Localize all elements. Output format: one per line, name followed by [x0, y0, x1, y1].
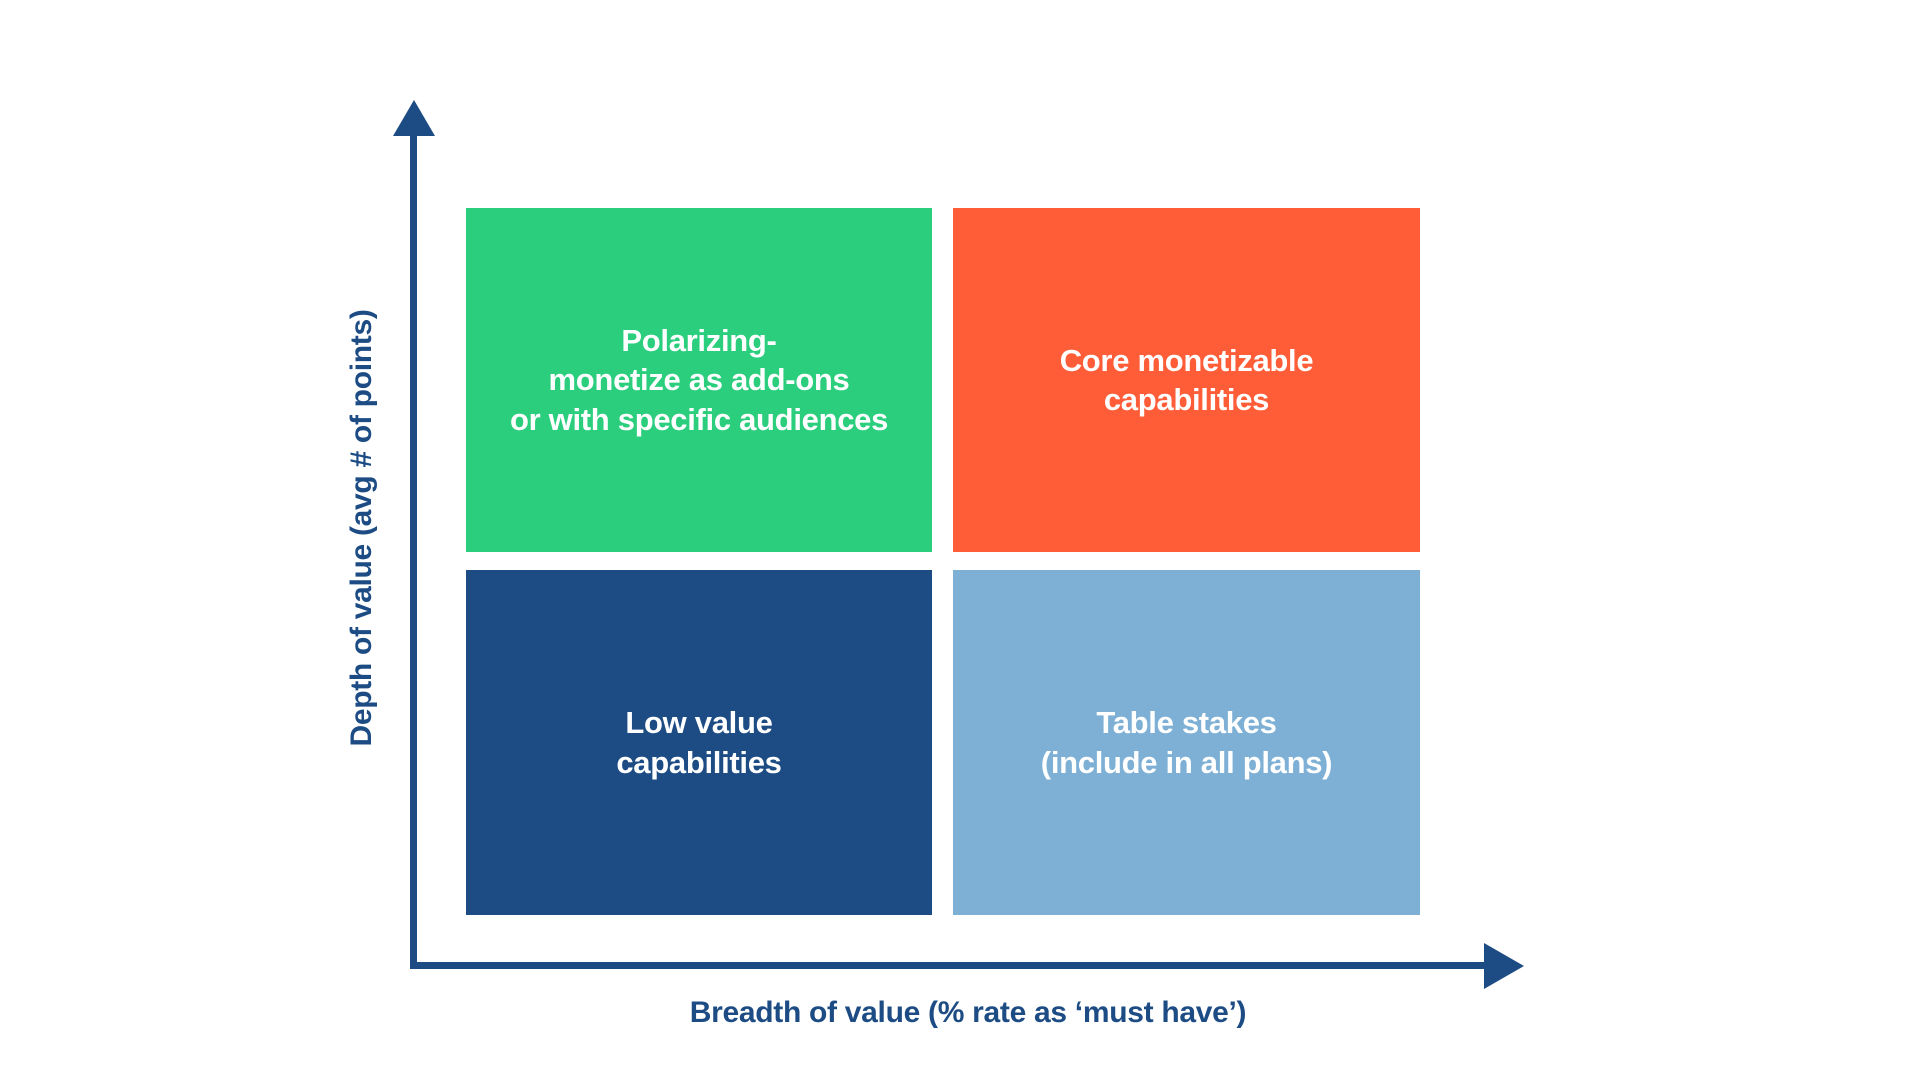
y-axis-line [410, 134, 417, 967]
quadrant-top-right-label: Core monetizable capabilities [1059, 342, 1314, 417]
quadrant-bottom-right-label: Table stakes (include in all plans) [1040, 705, 1333, 780]
quadrant-top-left: Polarizing- monetize as add-ons or with … [466, 208, 932, 552]
x-axis-line [410, 962, 1485, 969]
y-axis-arrow-icon [393, 100, 435, 136]
x-axis-label: Breadth of value (% rate as ‘must have’) [689, 996, 1247, 1029]
quadrant-top-right: Core monetizable capabilities [953, 208, 1420, 552]
quadrant-bottom-left: Low value capabilities [466, 570, 932, 915]
x-axis-arrow-icon [1484, 943, 1524, 989]
y-axis-label: Depth of value (avg # of points) [345, 309, 378, 747]
quadrant-bottom-right: Table stakes (include in all plans) [953, 570, 1420, 915]
quadrant-top-left-label: Polarizing- monetize as add-ons or with … [509, 323, 889, 437]
quadrant-bottom-left-label: Low value capabilities [616, 705, 782, 780]
